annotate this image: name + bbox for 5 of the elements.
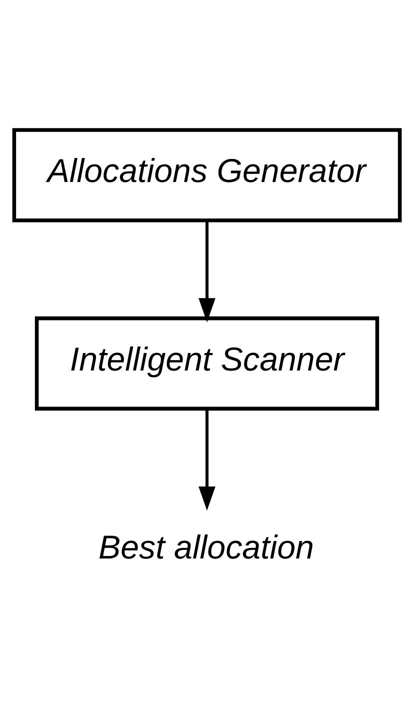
- node-text: Best allocation: [98, 530, 314, 567]
- arrow: [198, 220, 216, 322]
- arrow: [198, 408, 216, 511]
- node-box: Allocations Generator: [12, 128, 402, 222]
- node-box: Intelligent Scanner: [34, 316, 380, 411]
